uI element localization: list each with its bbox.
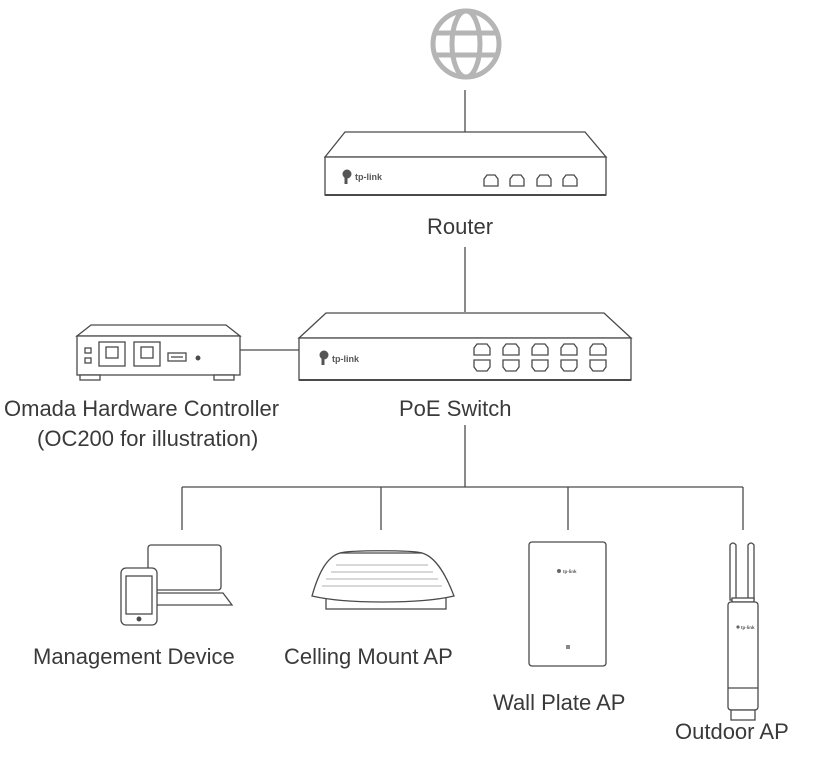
- controller-label-line2: (OC200 for illustration): [37, 426, 259, 451]
- controller-icon: [75, 324, 242, 381]
- router-icon: tp-link: [323, 131, 608, 196]
- wall-plate-ap-icon: tp-link: [528, 541, 607, 667]
- ceiling-ap-texture: [322, 564, 442, 587]
- connection-lines: [181, 90, 744, 530]
- switch-ports: [473, 343, 607, 372]
- switch-brand-logo: tp-link: [319, 350, 360, 365]
- router-brand-text: tp-link: [355, 172, 383, 182]
- router-label: Router: [427, 214, 494, 239]
- outdoor-ap-label: Outdoor AP: [675, 719, 789, 744]
- router-ports: [483, 174, 578, 187]
- controller-label-line1: Omada Hardware Controller: [4, 396, 280, 421]
- globe-icon: [430, 8, 502, 80]
- ceiling-ap-label: Celling Mount AP: [284, 644, 453, 669]
- laptop-phone-icon: [120, 544, 234, 626]
- outdoor-brand-text: tp-link: [741, 625, 755, 630]
- switch-icon: tp-link: [297, 312, 633, 381]
- wallplate-brand-text: tp-link: [563, 569, 577, 574]
- switch-brand-text: tp-link: [332, 354, 360, 364]
- router-brand-logo: tp-link: [342, 169, 383, 184]
- ceiling-ap-icon: [311, 550, 455, 610]
- outdoor-ap-icon: tp-link: [727, 542, 759, 721]
- wall-plate-ap-label: Wall Plate AP: [493, 690, 626, 715]
- outdoor-brand-logo: tp-link: [736, 625, 755, 630]
- switch-label: PoE Switch: [399, 396, 512, 421]
- wallplate-brand-logo: tp-link: [557, 569, 577, 574]
- management-device-label: Management Device: [33, 644, 235, 669]
